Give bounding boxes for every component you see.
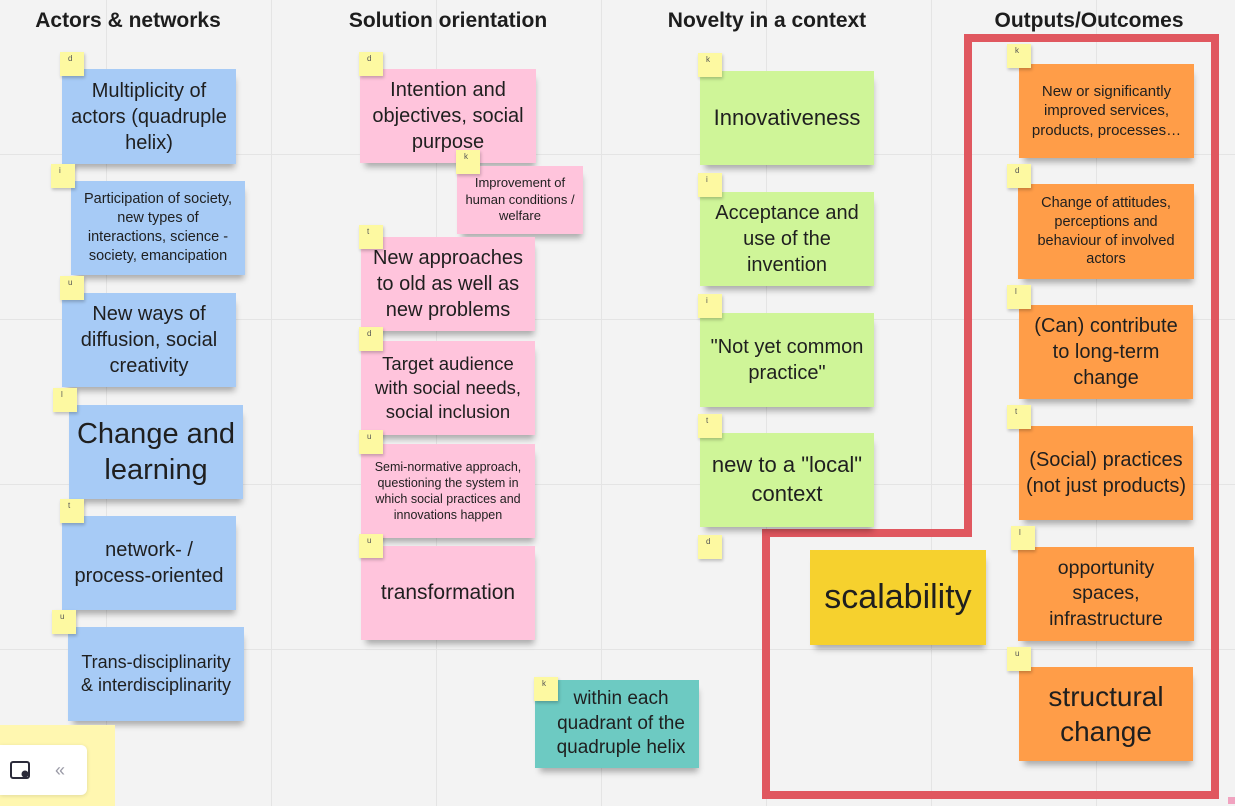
sticky-note-structural-change[interactable]: structural change — [1019, 667, 1193, 761]
sticky-note-participation-of-society[interactable]: Participation of society, new types of i… — [71, 181, 245, 275]
sticky-note-acceptance-and-use[interactable]: Acceptance and use of the invention — [700, 192, 874, 286]
tag-sticky[interactable]: d — [359, 52, 383, 76]
tag-sticky[interactable]: u — [359, 534, 383, 558]
column-header-novelty: Novelty in a context — [667, 9, 867, 32]
column-header-actors: Actors & networks — [35, 9, 221, 32]
tag-sticky[interactable]: i — [698, 173, 722, 197]
sticky-note-new-to-local-context[interactable]: new to a "local" context — [700, 433, 874, 527]
tag-sticky[interactable]: t — [359, 225, 383, 249]
sticky-note-change-of-attitudes[interactable]: Change of attitudes, perceptions and beh… — [1018, 184, 1194, 279]
tag-sticky[interactable]: k — [456, 150, 480, 174]
sticky-note-target-audience[interactable]: Target audience with social needs, socia… — [361, 341, 535, 435]
sticky-note-new-ways-of-diffusion[interactable]: New ways of diffusion, social creativity — [62, 293, 236, 387]
tag-sticky[interactable]: u — [359, 430, 383, 454]
sticky-board-icon[interactable] — [7, 757, 33, 783]
sticky-note-multiplicity-of-actors[interactable]: Multiplicity of actors (quadruple helix) — [62, 69, 236, 164]
board-toolbar: « — [0, 745, 87, 795]
sticky-note-opportunity-spaces[interactable]: opportunity spaces, infrastructure — [1018, 547, 1194, 641]
sticky-note-scalability[interactable]: scalability — [810, 550, 986, 645]
sticky-note-innovativeness[interactable]: Innovativeness — [700, 71, 874, 165]
tag-sticky[interactable]: u — [52, 610, 76, 634]
sticky-note-not-yet-common-practice[interactable]: "Not yet common practice" — [700, 313, 874, 407]
column-header-solution: Solution orientation — [348, 9, 548, 32]
tag-sticky[interactable]: k — [698, 53, 722, 77]
column-header-outputs: Outputs/Outcomes — [994, 9, 1184, 32]
tag-sticky[interactable]: l — [53, 388, 77, 412]
tag-sticky[interactable]: k — [534, 677, 558, 701]
sticky-note-social-practices[interactable]: (Social) practices (not just products) — [1019, 426, 1193, 520]
tag-sticky[interactable]: t — [60, 499, 84, 523]
tag-sticky[interactable]: d — [60, 52, 84, 76]
tag-sticky[interactable]: t — [1007, 405, 1031, 429]
tag-sticky[interactable]: t — [698, 414, 722, 438]
tag-sticky[interactable]: i — [698, 294, 722, 318]
sticky-note-network-process-oriented[interactable]: network- / process-oriented — [62, 516, 236, 610]
tag-sticky[interactable]: l — [1007, 285, 1031, 309]
sticky-note-semi-normative-approach[interactable]: Semi-normative approach, questioning the… — [361, 444, 535, 538]
canvas-corner-marker — [1228, 797, 1235, 804]
sticky-note-trans-disciplinarity[interactable]: Trans-disciplinarity & interdisciplinari… — [68, 627, 244, 721]
tag-sticky[interactable]: d — [698, 535, 722, 559]
sticky-note-intention-and-objectives[interactable]: Intention and objectives, social purpose — [360, 69, 536, 163]
double-chevron-left-icon[interactable]: « — [54, 759, 65, 780]
sticky-note-improvement-of-human-conditions[interactable]: Improvement of human conditions / welfar… — [457, 166, 583, 234]
sticky-note-contribute-long-term-change[interactable]: (Can) contribute to long-term change — [1019, 305, 1193, 399]
tag-sticky[interactable]: i — [51, 164, 75, 188]
sticky-note-change-and-learning[interactable]: Change and learning — [69, 405, 243, 499]
tag-sticky[interactable]: l — [1011, 526, 1035, 550]
tag-sticky[interactable]: d — [1007, 164, 1031, 188]
sticky-note-within-each-quadrant[interactable]: within each quadrant of the quadruple he… — [535, 680, 699, 768]
tag-sticky[interactable]: d — [359, 327, 383, 351]
sticky-note-new-approaches[interactable]: New approaches to old as well as new pro… — [361, 237, 535, 331]
tag-sticky[interactable]: k — [1007, 44, 1031, 68]
sticky-note-new-services-products[interactable]: New or significantly improved services, … — [1019, 64, 1194, 158]
sticky-note-transformation[interactable]: transformation — [361, 546, 535, 640]
tag-sticky[interactable]: u — [60, 276, 84, 300]
tag-sticky[interactable]: u — [1007, 647, 1031, 671]
